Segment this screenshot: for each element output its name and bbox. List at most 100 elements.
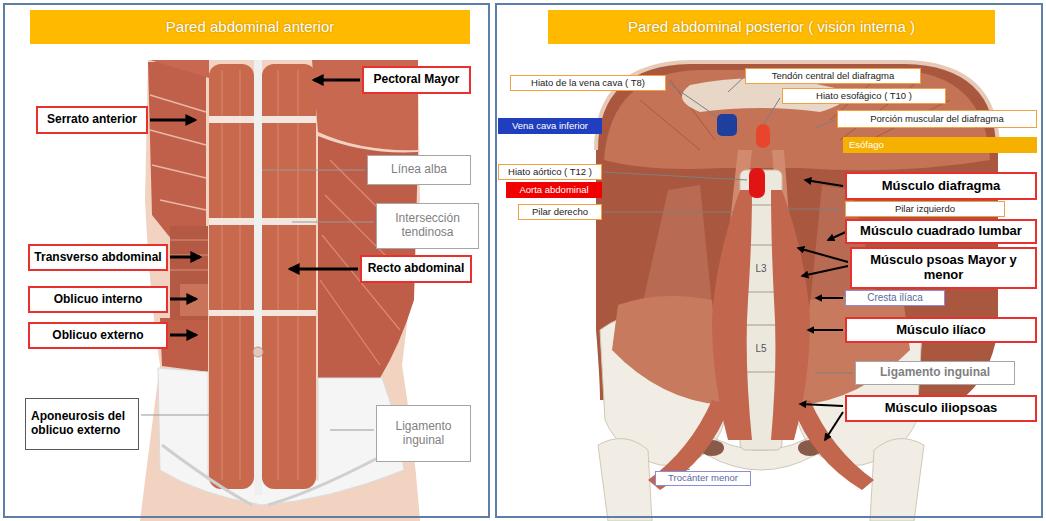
leader-lines-part (800, 404, 843, 406)
leader-lines (141, 78, 853, 478)
label-text: Pilar derecho (532, 207, 588, 218)
leader-lines-part (668, 83, 716, 116)
anterior-torso-illustration-part-part (170, 270, 208, 271)
label-text: Oblicuo externo (52, 329, 143, 343)
posterior-wall-illustration-part (870, 439, 924, 521)
label-text: Hiato de la vena cava ( T8) (531, 78, 645, 89)
anterior-torso-illustration-part-part (150, 130, 206, 145)
label-text: Vena cava inferior (512, 121, 588, 132)
leader-lines-part (728, 78, 743, 92)
posterior-wall-illustration-part (598, 439, 652, 521)
posterior-wall-illustration-part (800, 296, 910, 405)
label-box: Serrato anterior (36, 106, 148, 134)
label-text: Pectoral Mayor (373, 73, 459, 87)
posterior-wall-illustration-part (640, 185, 712, 315)
leader-lines-part (786, 209, 843, 210)
label-text: Transverso abdominal (34, 251, 161, 265)
label-text: Pilar izquierdo (895, 204, 955, 215)
anterior-torso-illustration-part (150, 60, 209, 78)
anterior-torso-illustration-part (253, 347, 263, 357)
vertebra-label: L3 (755, 264, 766, 274)
label-box: Pilar derecho (518, 204, 602, 220)
label-text: Tendón central del diafragma (772, 71, 895, 82)
leader-lines-part (290, 268, 358, 271)
label-box: Músculo ilíaco (845, 317, 1037, 343)
anterior-torso-illustration-part-part (278, 70, 279, 480)
panel-heading: Pared abdominal anterior (30, 10, 470, 44)
anterior-torso-illustration-part (209, 64, 254, 489)
leader-lines-part (808, 329, 843, 331)
label-box: Hiato aórtico ( T12 ) (498, 164, 602, 180)
leader-lines-part (292, 222, 374, 223)
panel: Pared abdominal anteriorPectoral MayorSe… (3, 3, 490, 518)
label-box: Aorta abdominal (506, 182, 602, 198)
label-box: Ligamento inguinal (376, 405, 471, 462)
anterior-torso-illustration-part-part (320, 280, 380, 365)
label-box: Pilar izquierdo (845, 201, 1005, 217)
leader-lines-part (805, 180, 843, 186)
label-box: Transverso abdominal (28, 244, 168, 271)
anterior-torso-illustration-part-part (298, 70, 299, 480)
anterior-torso-illustration-part (209, 116, 316, 123)
label-box: Recto abdominal (360, 255, 472, 283)
anterior-torso-illustration-part-part (240, 70, 241, 480)
posterior-wall-illustration-part-part (741, 324, 781, 326)
label-text: Hiato aórtico ( T12 ) (508, 167, 592, 178)
anterior-torso-illustration-part-part (170, 255, 208, 256)
label-text: Cresta ilíaca (867, 292, 923, 304)
leader-lines-part (816, 297, 843, 299)
anterior-torso-illustration-part-part (160, 200, 206, 210)
posterior-wall-illustration (596, 62, 998, 521)
leader-lines-part (815, 373, 853, 374)
leader-lines-part (825, 412, 843, 440)
posterior-wall-illustration-part (749, 168, 765, 198)
anterior-torso-illustration-part-part (150, 95, 206, 112)
panel: Pared abdominal posterior ( visión inter… (495, 3, 1043, 518)
label-text: Serrato anterior (47, 113, 137, 127)
label-box: Vena cava inferior (498, 118, 602, 134)
label-box: Trocánter menor (655, 471, 751, 486)
label-text: Trocánter menor (668, 473, 738, 484)
leader-lines-part (314, 79, 360, 82)
label-box: Intersección tendinosa (376, 203, 479, 249)
leader-lines-part (170, 256, 200, 259)
posterior-wall-illustration-part (717, 114, 737, 136)
label-text: Músculo ilíaco (896, 323, 986, 338)
leader-lines-part (141, 415, 210, 416)
label-box: Músculo iliopsoas (845, 395, 1037, 422)
label-text: Recto abdominal (368, 262, 465, 276)
label-box: Hiato de la vena cava ( T8) (510, 75, 666, 91)
anterior-torso-illustration-part (162, 445, 252, 505)
leader-lines-part (170, 298, 196, 301)
anterior-torso-illustration-part (254, 60, 262, 495)
label-box: Oblicuo externo (28, 322, 168, 349)
leader-lines-part (262, 170, 365, 171)
label-text: Hiato esofágico ( T10 ) (816, 91, 912, 102)
leader-lines-part (150, 119, 195, 122)
anterior-torso-illustration-part (262, 64, 316, 489)
label-text: Músculo diafragma (882, 179, 1000, 194)
label-box: Esófago (843, 137, 1037, 153)
label-text: Músculo cuadrado lumbar (860, 224, 1022, 239)
label-text: Oblicuo interno (54, 293, 143, 307)
panel-heading: Pared abdominal posterior ( visión inter… (548, 10, 995, 44)
label-box: Cresta ilíaca (845, 290, 945, 306)
label-box: Línea alba (367, 155, 471, 185)
label-box: Aponeurosis del oblicuo externo (25, 398, 139, 450)
leader-lines-part (798, 248, 848, 262)
anterior-torso-illustration-part-part (152, 165, 206, 178)
anterior-torso-illustration-part-part (170, 240, 208, 241)
leader-lines-part (603, 212, 734, 213)
label-text: Músculo psoas Mayor y menor (856, 253, 1031, 283)
anterior-torso-illustration-part (150, 95, 206, 210)
label-text: Ligamento inguinal (381, 420, 466, 448)
label-text: Porción muscular del diafragma (870, 114, 1004, 125)
leader-lines-part (170, 334, 196, 337)
anterior-torso-illustration-part (209, 310, 316, 316)
leader-lines-part (802, 266, 848, 276)
anterior-torso-illustration-part (148, 62, 206, 250)
anterior-torso-illustration-part (170, 240, 208, 270)
anterior-torso-illustration-part-part (222, 70, 223, 480)
vertebra-label: L5 (755, 344, 766, 354)
